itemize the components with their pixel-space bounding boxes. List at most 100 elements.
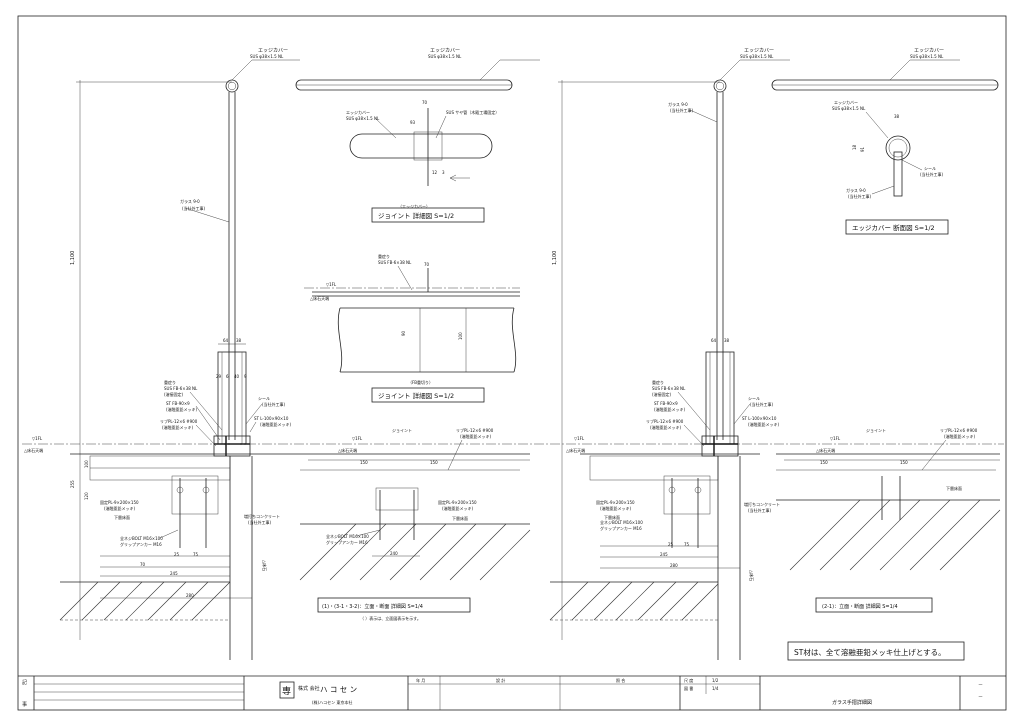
svg-text:固定PL-9×200×150: 固定PL-9×200×150: [596, 499, 635, 505]
edge-cover-spec-left: SUS φ38×1.5 NL: [250, 54, 284, 59]
svg-text:75: 75: [684, 542, 690, 547]
svg-text:150: 150: [900, 460, 908, 465]
joint-detail-title-2: ジョイント 詳細図 S=1/2: [378, 391, 454, 400]
svg-text:▽1FL: ▽1FL: [352, 436, 363, 441]
svg-text:△床石天端: △床石天端: [816, 447, 835, 453]
svg-text:エッジカバー: エッジカバー: [346, 110, 370, 115]
svg-text:(溶融亜鉛メッキ): (溶融亜鉛メッキ): [260, 421, 292, 427]
title-block: 記 事 専 株式 会社 ハ コ セ ン (株)ハコセン 東京本社 年 月 設 計…: [18, 675, 1006, 710]
detail-title-left: (1)・(3-1・3-2)：立面・断面 詳細図 S=1/4: [322, 603, 423, 610]
svg-text:増打ちコンクリート: 増打ちコンクリート: [244, 513, 280, 519]
svg-text:(溶融亜鉛メッキ): (溶融亜鉛メッキ): [654, 406, 686, 412]
svg-text:(溶接固定): (溶接固定): [164, 391, 184, 397]
svg-text:照 合: 照 合: [616, 677, 625, 683]
svg-text:64: 64: [223, 338, 229, 343]
svg-text:△床石天端: △床石天端: [566, 447, 585, 453]
glass-label-left: ガラス 9-0: [180, 198, 200, 204]
svg-text:38: 38: [724, 338, 730, 343]
svg-text:グリップアンカー M16: グリップアンカー M16: [600, 525, 642, 531]
svg-text:(当社外工事): (当社外工事): [670, 107, 694, 113]
svg-text:38: 38: [894, 114, 900, 119]
joint-detail-edge-cover: エッジカバー SUS φ38×1.5 NL エッジカバー SUS φ38×1.5…: [295, 48, 540, 223]
svg-text:(当社外工事): (当社外工事): [248, 519, 272, 525]
section-detail-right: ▽1FL △床石天端 ジョイント リブPL-12×6 #900 (溶融亜鉛メッキ…: [776, 427, 1001, 661]
edge-section-title: エッジカバー 断面図 S=1/2: [852, 223, 935, 232]
left-elevation-detail: 1,100 エッジカバー SUS φ38×1.5 NL ガラス 9-0 (当社外…: [22, 48, 1004, 660]
svg-text:70: 70: [140, 562, 146, 567]
seal-label-left: シール: [258, 396, 270, 401]
svg-text:64: 64: [711, 338, 717, 343]
svg-text:－: －: [978, 682, 983, 688]
svg-text:240: 240: [390, 551, 398, 556]
svg-text:SUS サヤ管（木殿工場固定）: SUS サヤ管（木殿工場固定）: [446, 109, 499, 115]
svg-text:25: 25: [174, 552, 180, 557]
svg-text:SUS φ38×1.5 NL: SUS φ38×1.5 NL: [740, 54, 774, 59]
svg-text:90: 90: [401, 330, 406, 336]
galv-statement: ST材は、全て溶融亜鉛メッキ仕上げとする。: [794, 647, 946, 657]
svg-text:下層床面: 下層床面: [604, 514, 620, 520]
section-detail-left: ▽1FL △床石天端 ジョイント リブPL-12×6 #900 (溶融亜鉛メッキ…: [299, 427, 531, 621]
detail-note-left: （ ）表示は、立面図表示を示す。: [360, 615, 421, 621]
svg-text:リブPL-12×6 #900: リブPL-12×6 #900: [940, 427, 978, 433]
svg-text:グリップアンカー M16: グリップアンカー M16: [326, 539, 368, 545]
svg-text:38: 38: [236, 338, 242, 343]
svg-text:(株)ハコセン 東京本社: (株)ハコセン 東京本社: [312, 699, 352, 705]
svg-text:下層床面: 下層床面: [114, 514, 130, 520]
svg-text:設 計: 設 計: [496, 677, 505, 683]
svg-text:1/4: 1/4: [712, 686, 719, 691]
svg-text:△床石天端: △床石天端: [310, 295, 329, 301]
svg-text:SUS φ38×1.5 NL: SUS φ38×1.5 NL: [346, 116, 380, 121]
svg-text:▽1FL: ▽1FL: [574, 436, 585, 441]
svg-text:280: 280: [186, 593, 194, 598]
fl-label-left: ▽1FL: [32, 436, 43, 441]
company-seal: 専: [282, 685, 291, 697]
svg-text:SUS FB-6×38 NL: SUS FB-6×38 NL: [652, 386, 686, 391]
svg-text:エッジカバー: エッジカバー: [430, 48, 460, 54]
svg-text:固定PL-9×200×150: 固定PL-9×200×150: [100, 499, 139, 505]
svg-text:3: 3: [442, 170, 445, 175]
sheet-border: [17, 15, 1007, 711]
svg-text:(溶融亜鉛メッキ): (溶融亜鉛メッキ): [460, 433, 492, 439]
svg-text:△床石: △床石: [749, 570, 755, 581]
svg-text:下層床面: 下層床面: [946, 485, 962, 491]
svg-text:全ネジBOLT M16×100: 全ネジBOLT M16×100: [326, 533, 369, 539]
svg-text:40: 40: [234, 374, 240, 379]
svg-text:SUS φ38×1.5 NL: SUS φ38×1.5 NL: [910, 54, 944, 59]
svg-text:（FB重切り）: （FB重切り）: [408, 379, 433, 385]
svg-text:エッジカバー: エッジカバー: [744, 48, 774, 54]
svg-text:6: 6: [226, 374, 229, 379]
svg-text:シール: シール: [748, 396, 760, 401]
svg-text:図 番: 図 番: [684, 685, 693, 691]
svg-text:リブPL-12×6 #900: リブPL-12×6 #900: [646, 418, 684, 424]
svg-text:(当社外工事): (当社外工事): [750, 401, 774, 407]
svg-text:▽1FL: ▽1FL: [830, 436, 841, 441]
svg-text:1,100: 1,100: [552, 251, 558, 265]
svg-text:エッジカバー: エッジカバー: [914, 48, 944, 54]
svg-text:(溶融亜鉛メッキ): (溶融亜鉛メッキ): [162, 424, 194, 430]
svg-text:(溶融亜鉛メッキ): (溶融亜鉛メッキ): [104, 505, 136, 511]
svg-text:255: 255: [70, 480, 75, 488]
svg-text:ジョイント: ジョイント: [866, 428, 886, 433]
svg-text:グリップアンカー M16: グリップアンカー M16: [120, 541, 162, 547]
svg-text:重症り: 重症り: [652, 379, 664, 385]
svg-text:株式 会社: 株式 会社: [298, 685, 320, 692]
svg-text:年 月: 年 月: [416, 677, 425, 683]
svg-text:(溶接固定): (溶接固定): [652, 391, 672, 397]
svg-text:(溶融亜鉛メッキ): (溶融亜鉛メッキ): [650, 424, 682, 430]
svg-text:93: 93: [410, 120, 416, 125]
edge-cover-section-detail: エッジカバー SUS φ38×1.5 NL エッジカバー SUS φ38×1.5…: [771, 48, 999, 235]
svg-text:全ネジBOLT M16×100: 全ネジBOLT M16×100: [120, 535, 163, 541]
svg-text:29: 29: [216, 374, 222, 379]
svg-text:245: 245: [170, 571, 178, 576]
svg-text:下層床面: 下層床面: [452, 515, 468, 521]
svg-text:150: 150: [360, 460, 368, 465]
svg-text:増打ちコンクリート: 増打ちコンクリート: [744, 501, 780, 507]
svg-text:ST FB-90×9: ST FB-90×9: [654, 401, 678, 406]
svg-text:150: 150: [820, 460, 828, 465]
svg-text:18: 18: [852, 144, 857, 150]
svg-text:SUS φ38×1.5 NL: SUS φ38×1.5 NL: [832, 106, 866, 111]
svg-text:(当社外工事): (当社外工事): [262, 401, 286, 407]
svg-text:91: 91: [860, 146, 865, 152]
svg-text:(溶融亜鉛メッキ): (溶融亜鉛メッキ): [442, 505, 474, 511]
svg-text:12: 12: [432, 170, 438, 175]
